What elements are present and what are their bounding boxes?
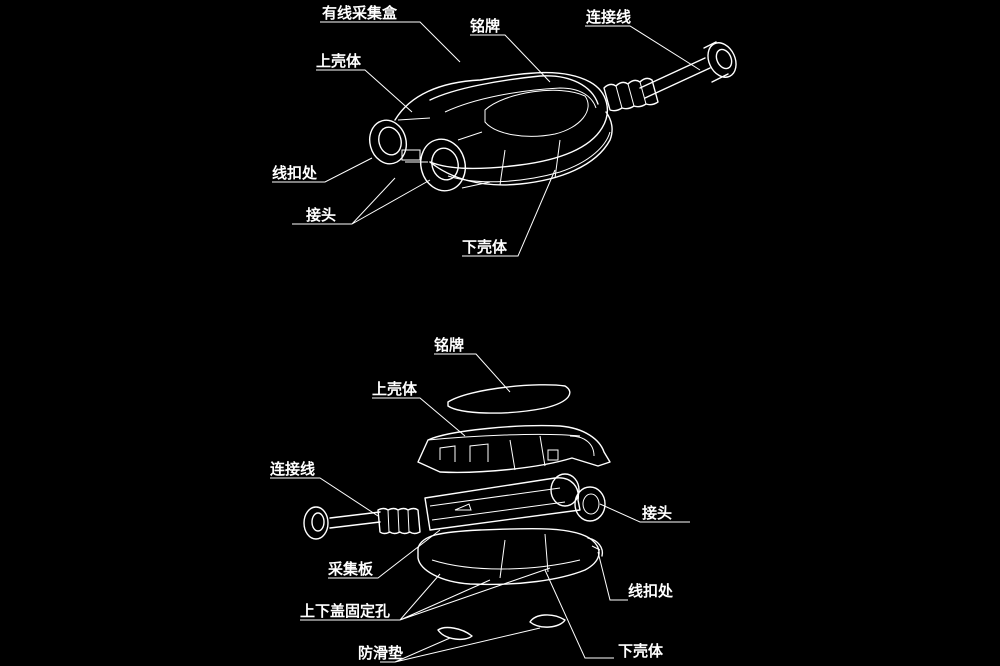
assembled-leaders (272, 21, 701, 257)
label-exploded-clip: 线扣处 (628, 582, 674, 600)
exploded-leaders (270, 353, 690, 663)
label-exploded-nameplate: 铭牌 (434, 336, 464, 354)
label-box: 有线采集盒 (322, 4, 398, 22)
label-exploded-board: 采集板 (327, 560, 374, 578)
exploded-upper-shell (417, 424, 611, 474)
assembled-view: 有线采集盒 铭牌 连接线 上壳体 线扣处 接头 下壳体 (272, 4, 737, 257)
exploded-antislip-pads (437, 614, 566, 641)
exploded-board (424, 473, 606, 531)
label-exploded-fixing-holes: 上下盖固定孔 (300, 602, 390, 620)
label-exploded-connector: 接头 (642, 504, 672, 522)
label-exploded-upper-shell: 上壳体 (372, 380, 418, 398)
label-clip: 线扣处 (272, 164, 318, 182)
exploded-view: 铭牌 上壳体 连接线 接头 采集板 线扣处 上下盖固定孔 防滑垫 下壳体 (270, 336, 690, 663)
assembled-housing (369, 71, 613, 192)
label-lower-shell: 下壳体 (462, 238, 508, 256)
assembled-cable (603, 41, 737, 112)
label-exploded-lower-shell: 下壳体 (618, 642, 664, 660)
label-exploded-antislip: 防滑垫 (358, 644, 403, 662)
label-nameplate: 铭牌 (470, 17, 500, 35)
label-exploded-cable: 连接线 (270, 460, 315, 478)
label-upper-shell: 上壳体 (316, 52, 362, 70)
exploded-cable (303, 506, 421, 540)
label-cable: 连接线 (586, 8, 631, 26)
label-connector: 接头 (306, 206, 336, 224)
exploded-nameplate (447, 384, 571, 414)
exploded-lower-shell (417, 527, 604, 586)
